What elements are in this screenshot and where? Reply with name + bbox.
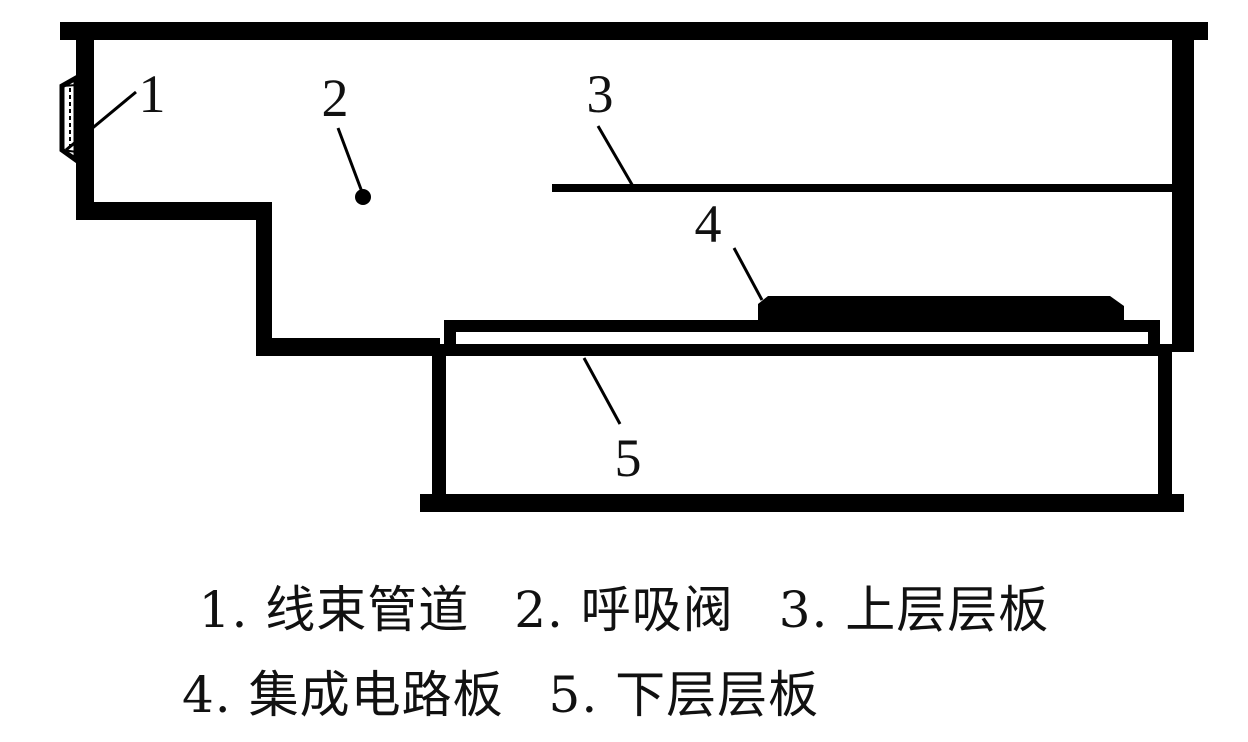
caption-item-2: 2. 呼吸阀	[514, 581, 734, 639]
callout-4: 4	[695, 194, 722, 254]
leader-line-5	[582, 357, 622, 425]
leader-line-3	[596, 125, 636, 189]
callout-2: 2	[322, 68, 349, 128]
caption-item-1: 1. 线束管道	[198, 581, 470, 639]
callout-1: 1	[139, 64, 166, 124]
integrated-circuit-board	[758, 296, 1124, 320]
leader-line-4	[732, 247, 764, 301]
caption-item-3: 3. 上层层板	[778, 581, 1050, 639]
lower-housing	[420, 320, 1184, 512]
callout-5: 5	[615, 428, 642, 488]
breather-valve	[355, 189, 371, 205]
upper-layer-board	[552, 184, 1180, 192]
lower-layer-board	[432, 344, 1172, 356]
caption-item-4: 4. 集成电路板	[182, 666, 504, 724]
caption-line-1: 1. 线束管道 2. 呼吸阀 3. 上层层板	[0, 570, 1248, 642]
leader-line-2	[336, 127, 364, 193]
callout-3: 3	[587, 64, 614, 124]
caption-item-5: 5. 下层层板	[548, 666, 820, 724]
leader-line-1	[65, 90, 137, 152]
caption-line-2: 4. 集成电路板 5. 下层层板	[0, 655, 1248, 727]
